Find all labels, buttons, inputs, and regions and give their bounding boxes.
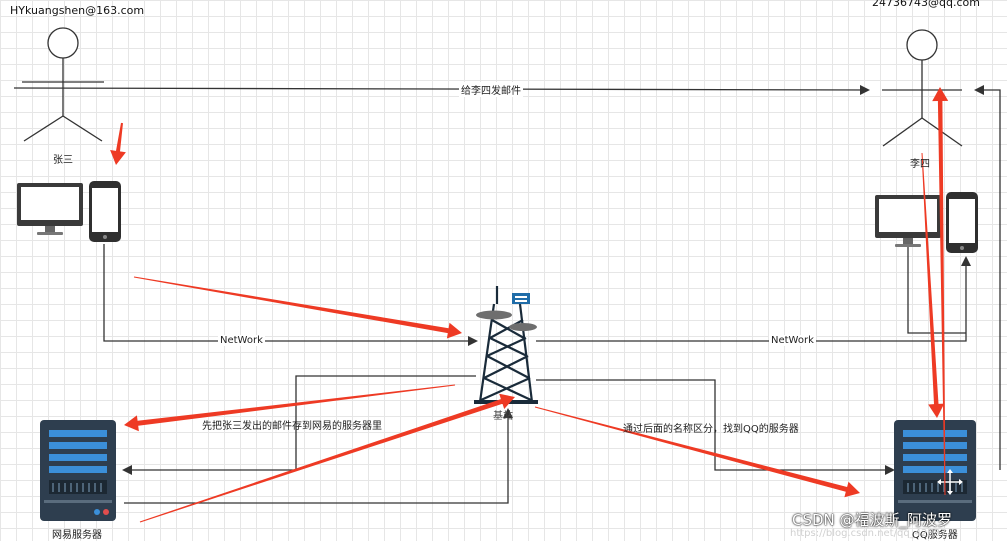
receiver-name: 李四	[910, 159, 930, 170]
smartphone-icon	[89, 181, 121, 242]
server-icon	[894, 420, 976, 521]
edge-label-send-mail: 给李四发邮件	[459, 82, 523, 97]
stick-figure-zhangsan	[22, 27, 104, 142]
server-icon	[40, 420, 116, 521]
edge-zhangsan-network	[103, 244, 478, 346]
tower-label: 基站	[493, 411, 513, 422]
desktop-monitor-icon	[875, 195, 941, 247]
receiver-email: 24736743@qq.com	[872, 0, 980, 9]
edge-tower-to-netease	[122, 375, 476, 475]
red-arrow-to-qq	[534, 406, 860, 498]
red-arrow-down-to-qq	[921, 153, 945, 418]
cell-tower-icon	[474, 286, 538, 404]
edge-label-network-left: NetWork	[218, 335, 265, 346]
edge-label-network-right: NetWork	[769, 335, 816, 346]
sender-name: 张三	[53, 155, 73, 166]
red-arrow-to-netease	[124, 384, 456, 432]
edge-tower-to-qq	[536, 379, 895, 475]
move-cursor-icon	[937, 469, 963, 495]
qq-server-label: QQ服务器	[912, 530, 958, 541]
desktop-monitor-icon	[17, 183, 83, 235]
netease-server-label: 网易服务器	[52, 530, 102, 541]
red-arrow-down-sender	[110, 122, 126, 165]
connector-lines	[13, 84, 1001, 504]
edge-tower-network-right	[536, 256, 971, 342]
edge-lisi-pc-link	[907, 244, 966, 334]
edge-send-mail	[13, 84, 870, 95]
smartphone-icon	[946, 192, 978, 253]
edge-qq-return-to-lisi	[974, 85, 1001, 470]
csdn-watermark: CSDN @福波斯_阿波罗	[792, 511, 953, 529]
edge-netease-to-tower	[124, 408, 513, 504]
watermark-faint-url: https://blog.csdn.net/qq_42837	[790, 528, 947, 539]
red-arrow-up-to-tower	[139, 393, 516, 523]
edge-label-route-note: 通过后面的名称区分，找到QQ的服务器	[623, 424, 799, 435]
edge-label-store-note: 先把张三发出的邮件存到网易的服务器里	[202, 421, 382, 432]
stick-figure-lisi	[882, 29, 963, 147]
sender-email: HYkuangshen@163.com	[10, 4, 145, 17]
red-arrow-to-tower	[133, 276, 462, 339]
red-annotation-arrows	[110, 87, 949, 523]
red-arrow-up-to-lisi	[932, 87, 949, 495]
